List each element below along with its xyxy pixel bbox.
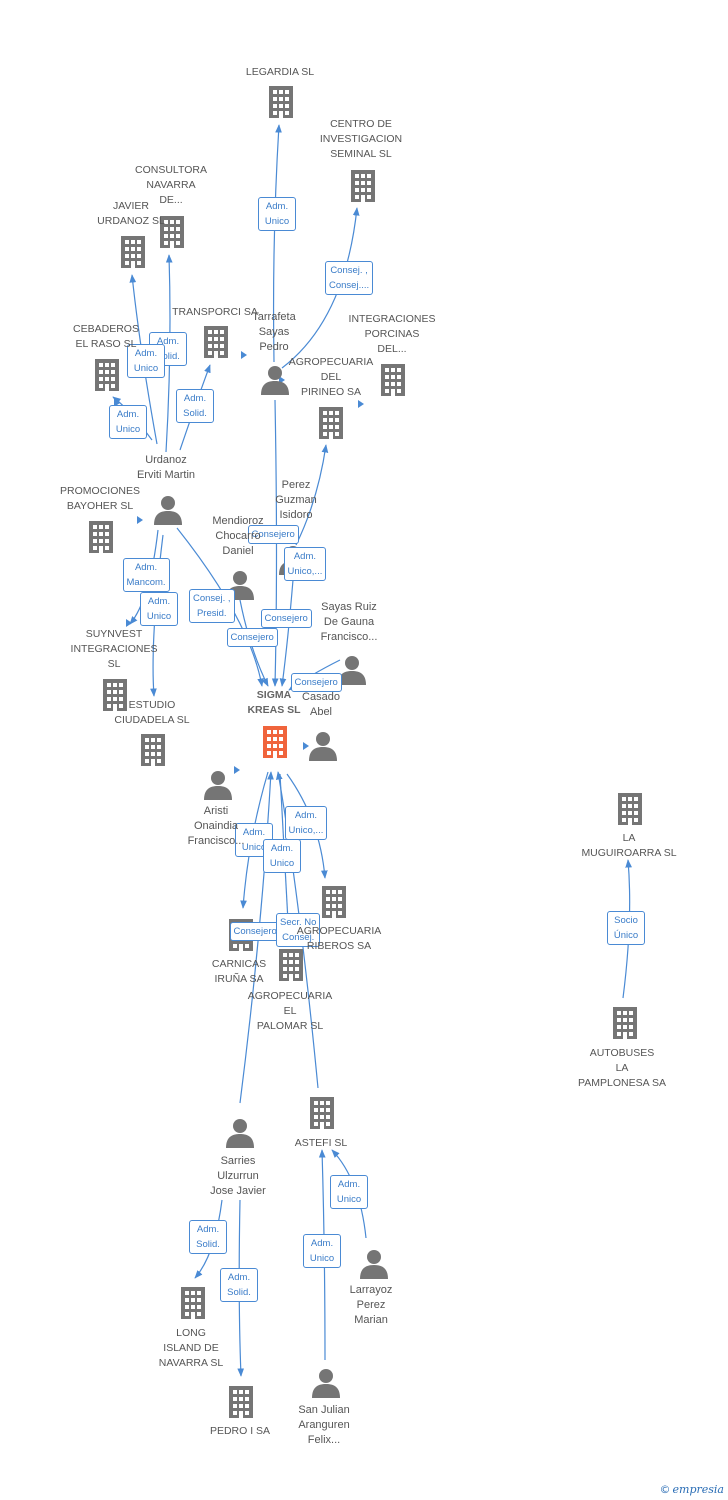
building-icon-longisland[interactable] [181, 1287, 205, 1319]
edge-label-astefi-sigma[interactable]: Secr. No Consej. [276, 913, 321, 947]
building-icon-agroribera[interactable] [322, 886, 346, 918]
edge-label-urdanoz-javier[interactable]: Adm. Unico [127, 344, 165, 378]
flow-arrow-icon [358, 400, 364, 408]
building-icon-agropirineo[interactable] [319, 407, 343, 439]
building-icon-consultora[interactable] [160, 216, 184, 248]
edge-tarrafeta-to-centro [281, 207, 360, 369]
building-icon-transporci[interactable] [204, 326, 228, 358]
empresia-logo: ©empresia [659, 1483, 724, 1496]
edge-label-tarrafeta-centro[interactable]: Consej. , Consej.... [325, 261, 374, 295]
building-icon-autobuses[interactable] [613, 1007, 637, 1039]
building-icon-suynvest[interactable] [103, 679, 127, 711]
flow-arrow-icon [137, 516, 143, 524]
edge-perez-to-agropirineo [295, 444, 329, 546]
edge-label-sayasruiz-sigma[interactable]: Consejero [290, 672, 342, 692]
edge-label-tarrafeta-legardia[interactable]: Adm. Unico [258, 197, 296, 231]
flow-arrow-icon [303, 742, 309, 750]
person-icon-tarrafeta[interactable] [261, 366, 289, 395]
edge-tarrafeta-to-sigma [271, 399, 279, 687]
edge-label-urdanoz-sigma[interactable]: Consej. , Presid. [189, 589, 235, 623]
person-icon-larrayoz[interactable] [360, 1250, 388, 1279]
building-icon-cebaderos[interactable] [95, 359, 119, 391]
edge-label-urdanoz-cebaderos[interactable]: Adm. Unico [109, 405, 147, 439]
edge-perez-to-sigma [279, 579, 294, 687]
edge-label-sigma-agroribera[interactable]: Adm. Unico,... [284, 806, 328, 840]
person-icon-urdanoz[interactable] [154, 496, 182, 525]
flow-arrow-icon [126, 619, 132, 627]
flow-arrow-icon [241, 351, 247, 359]
edge-label-sarries-pedroi[interactable]: Adm. Solid. [220, 1268, 258, 1302]
building-icon-astefi[interactable] [310, 1097, 334, 1129]
edge-label-urdanoz-estudio[interactable]: Adm. Unico [140, 592, 178, 626]
building-icon-muguiroarra[interactable] [618, 793, 642, 825]
edge-tarrafeta-to-legardia [272, 124, 282, 363]
building-icon-agropalomar[interactable] [279, 949, 303, 981]
edge-label-larrayoz-astefi[interactable]: Adm. Unico [330, 1175, 368, 1209]
building-icon-sigma[interactable] [263, 726, 287, 758]
edge-urdanoz-to-sigma [176, 527, 264, 687]
person-icon-sayasruiz[interactable] [338, 656, 366, 685]
flow-arrow-icon [234, 766, 240, 774]
edge-label-sigma-agropalomar[interactable]: Adm. Unico [263, 839, 301, 873]
edge-label-urdanoz-transporci[interactable]: Adm. Solid. [176, 389, 214, 423]
person-icon-casado[interactable] [309, 732, 337, 761]
building-icon-pedroi[interactable] [229, 1386, 253, 1418]
edge-label-sarries-longisland[interactable]: Adm. Solid. [189, 1220, 227, 1254]
building-icon-javier[interactable] [121, 236, 145, 268]
edge-label-sanjulian-astefi[interactable]: Adm. Unico [303, 1234, 341, 1268]
building-icon-promociones[interactable] [89, 521, 113, 553]
person-icon-sarries[interactable] [226, 1119, 254, 1148]
edge-label-urdanoz-suynvest[interactable]: Adm. Mancom. [122, 558, 170, 592]
edge-label-perez-agropirineo[interactable]: Adm. Unico,... [283, 547, 327, 581]
edge-label-tarrafeta-sigma[interactable]: Consejero [247, 524, 299, 544]
edge-label-perez-sigma[interactable]: Consejero [260, 608, 312, 628]
person-icon-aristi[interactable] [204, 771, 232, 800]
building-icon-centro[interactable] [351, 170, 375, 202]
building-icon-legardia[interactable] [269, 86, 293, 118]
person-icon-sanjulian[interactable] [312, 1369, 340, 1398]
building-icon-estudio[interactable] [141, 734, 165, 766]
building-icon-integraciones[interactable] [381, 364, 405, 396]
edge-mendioroz-to-sigma [239, 599, 269, 687]
edge-label-autobuses-muguiroarra[interactable]: Socio Único [607, 911, 645, 945]
edge-label-sarries-sigma[interactable]: Consejero [229, 921, 281, 941]
edge-label-mendioroz-sigma[interactable]: Consejero [226, 627, 278, 647]
